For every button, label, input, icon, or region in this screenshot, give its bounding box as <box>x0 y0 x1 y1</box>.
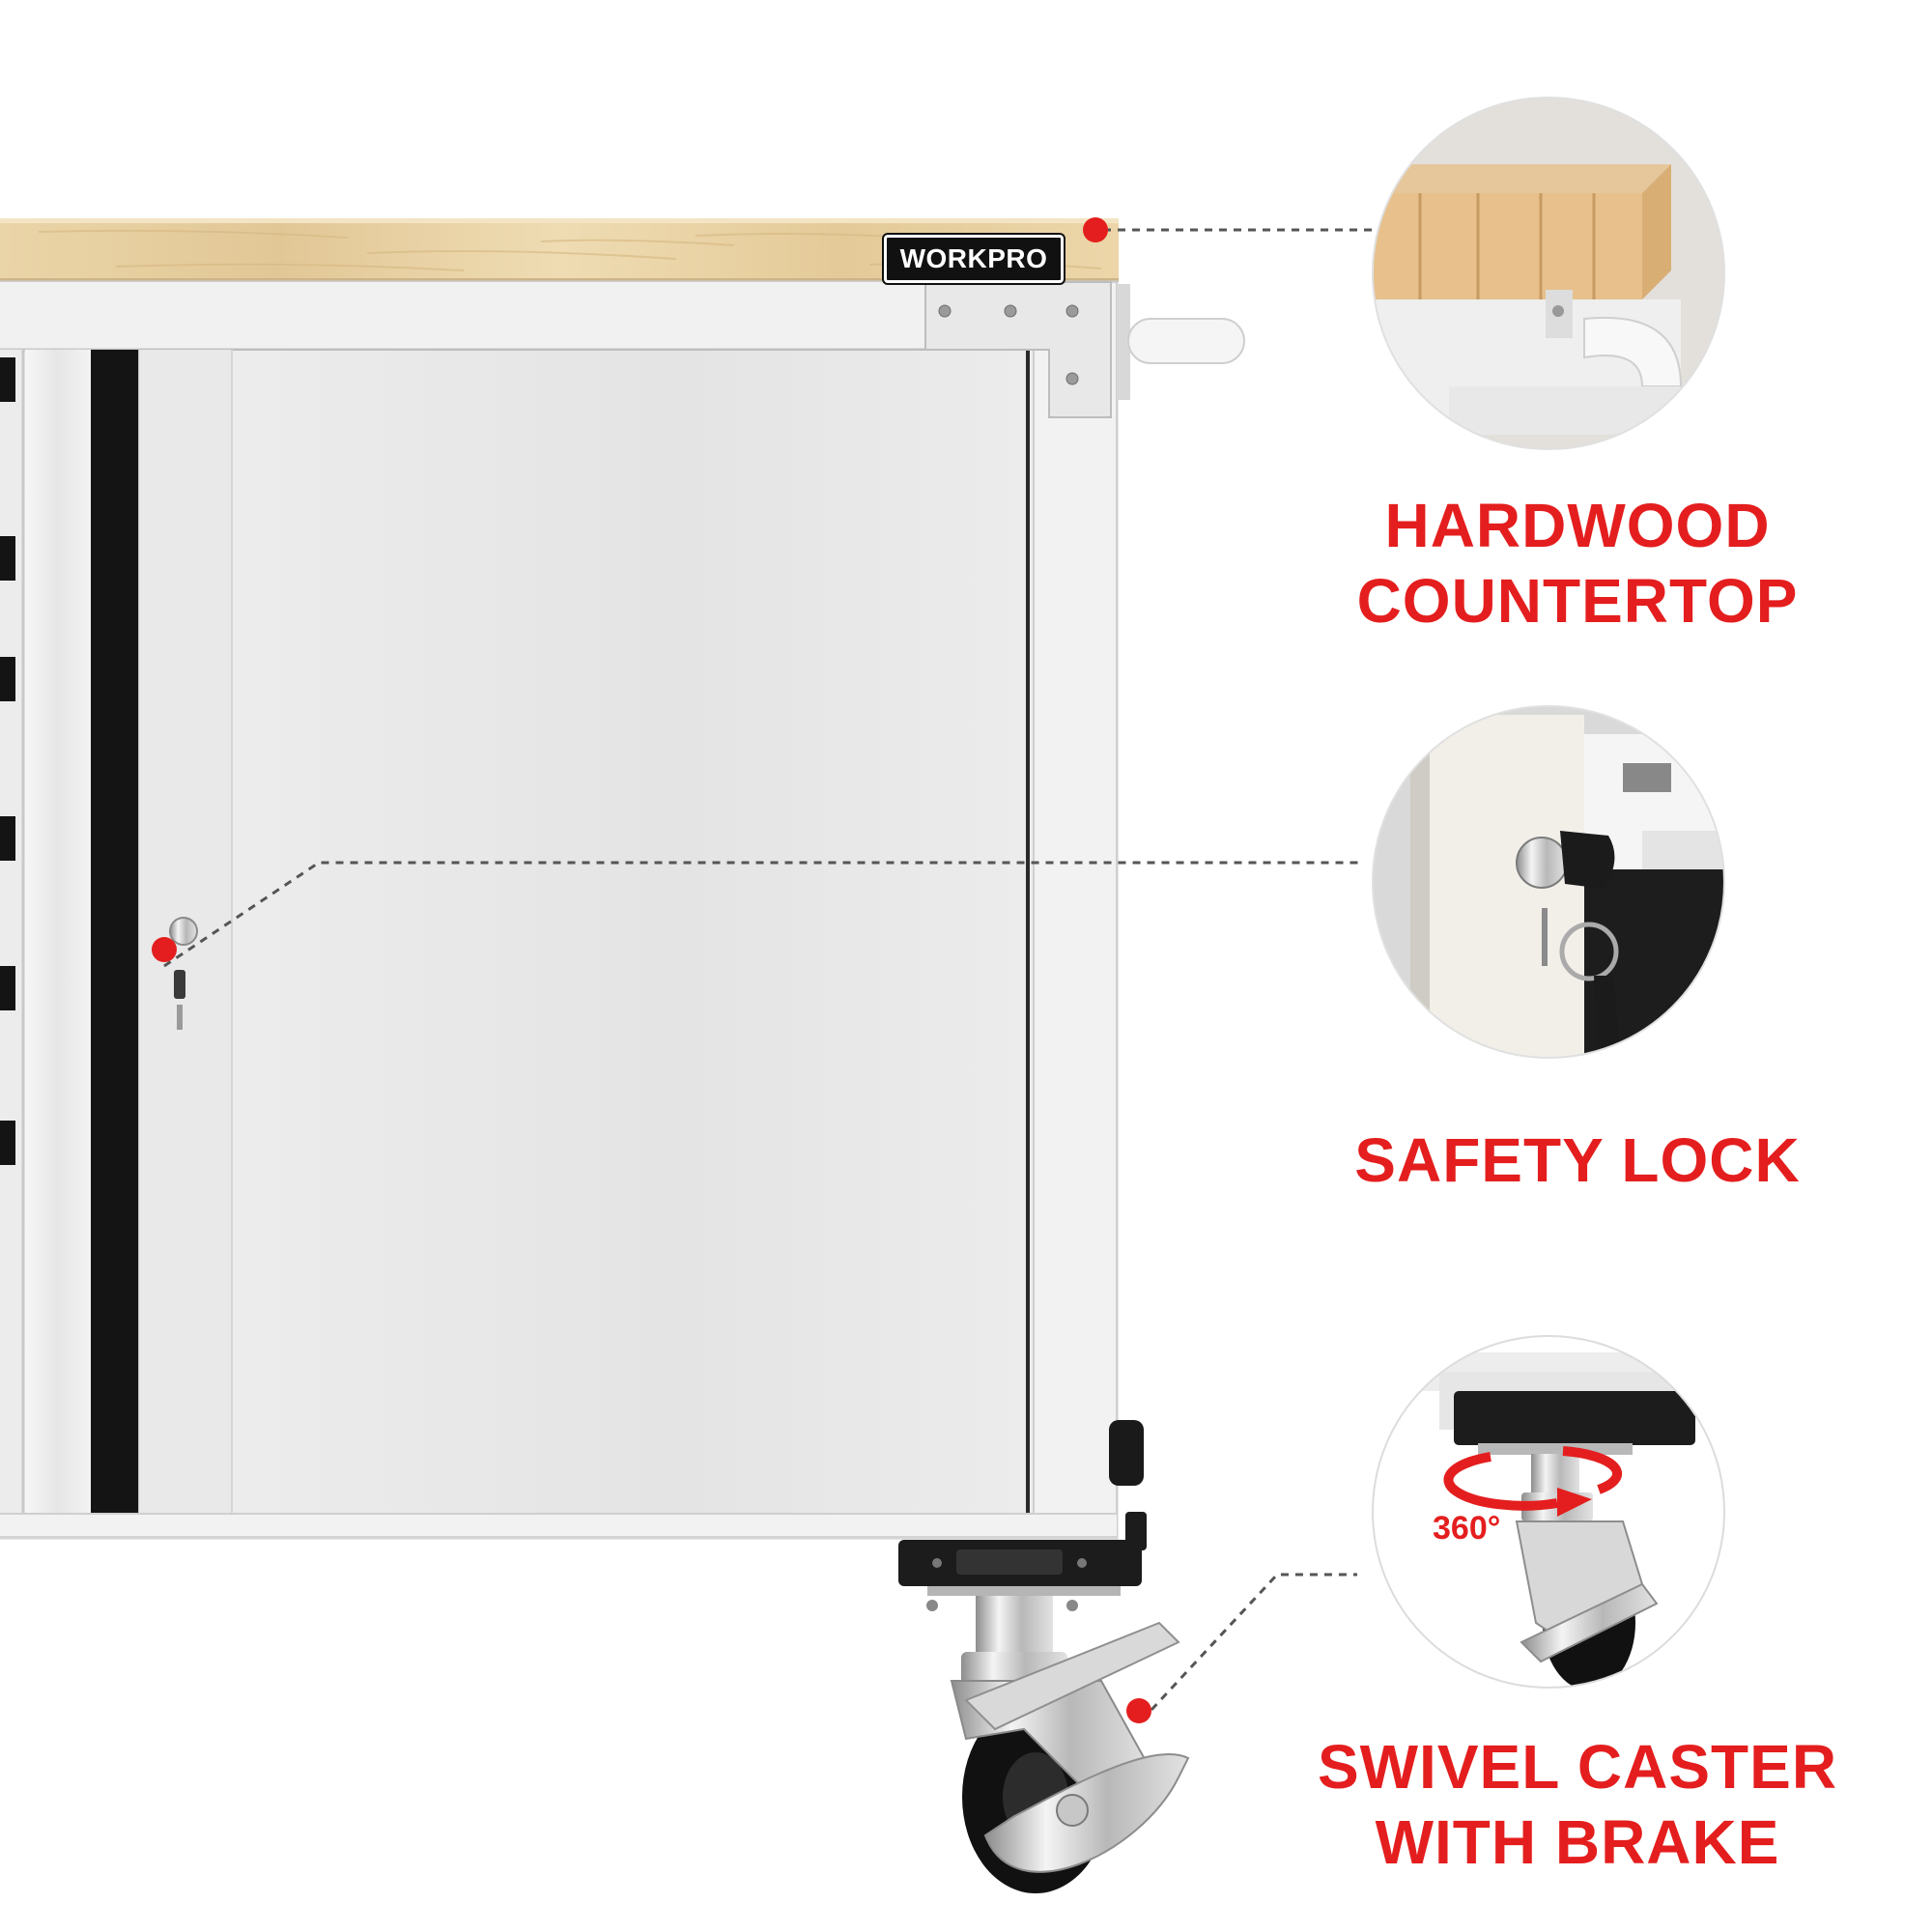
rotation-arrow-icon <box>1443 1446 1623 1511</box>
workpro-logo: WORKPRO <box>882 233 1065 285</box>
caster-label-line2: WITH BRAKE <box>1375 1807 1780 1877</box>
side-handle <box>1117 284 1245 400</box>
lock-label-line1: SAFETY LOCK <box>1354 1125 1801 1195</box>
swivel-caster <box>898 1512 1190 1893</box>
caster-label: SWIVEL CASTER WITH BRAKE <box>1307 1729 1848 1880</box>
callout-lines <box>163 228 1372 1712</box>
callout-dots <box>152 217 1151 1723</box>
detail-circle-lock <box>1372 705 1725 1059</box>
corner-bracket <box>924 281 1112 418</box>
callout-dot-icon <box>1083 217 1108 242</box>
lock-label: SAFETY LOCK <box>1307 1122 1848 1198</box>
countertop-label: HARDWOOD COUNTERTOP <box>1307 488 1848 639</box>
cabinet-body <box>0 280 1119 1540</box>
rotation-degree-label: 360° <box>1433 1510 1501 1547</box>
bumper <box>1109 1420 1144 1486</box>
callout-dot-icon <box>152 937 177 962</box>
callout-dot-icon <box>1126 1698 1151 1723</box>
rotation-arrowhead <box>1557 1488 1592 1517</box>
detail-circle-countertop <box>1372 97 1725 450</box>
door-lock <box>169 917 198 1030</box>
detail-circle-caster <box>1372 1335 1725 1689</box>
countertop-label-line2: COUNTERTOP <box>1356 566 1799 636</box>
caster-label-line1: SWIVEL CASTER <box>1317 1732 1838 1802</box>
countertop-label-line1: HARDWOOD <box>1384 491 1771 560</box>
